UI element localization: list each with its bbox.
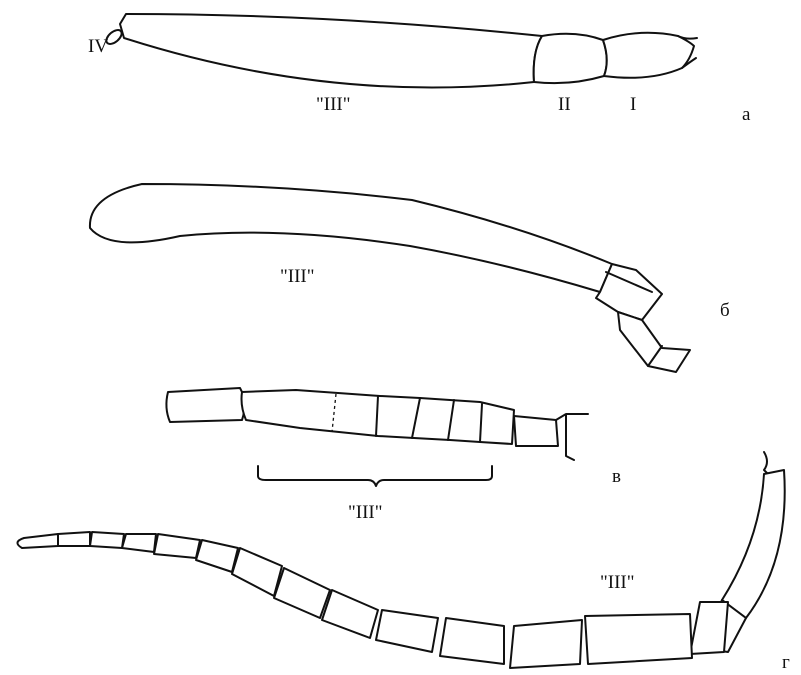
figure-a: IV "III" II I а [88,14,751,125]
label-a-I: I [630,94,636,115]
antenna-a-segment-II [534,34,607,83]
antenna-a-segment-III [120,14,542,88]
figure-b: "III" б [90,184,730,372]
antenna-v-socket [556,414,588,460]
antenna-g-flag-5 [376,610,438,652]
label-a-III: "III" [316,94,351,115]
figure-v: "III" в [166,388,621,523]
figure-g: "III" г [17,452,790,673]
antenna-g-flag-9 [196,540,238,572]
antenna-v-bracket [258,466,492,486]
antenna-g-flag-11 [122,534,156,552]
antenna-b-segment-III [90,184,612,292]
antenna-g-flag-4 [440,618,504,664]
antenna-a-segment-I [603,33,694,78]
antenna-g-flag-1 [690,602,728,654]
antenna-v-segment-II [514,416,558,446]
figure-b-letter: б [720,300,730,321]
label-a-IV: IV [88,36,108,57]
antenna-g-segment-I [722,470,785,618]
figure-g-letter: г [782,652,790,673]
antenna-g-flag-12 [90,532,124,548]
figure-a-letter: а [742,104,751,125]
antenna-g-flag-3 [510,620,582,668]
figure-v-letter: в [612,466,621,487]
label-v-III: "III" [348,502,383,523]
antenna-g-tip [17,534,58,548]
antenna-g-flag-13 [58,532,90,546]
antenna-g-flag-10 [154,534,200,558]
antenna-v-segment-I [166,388,244,422]
label-a-II: II [558,94,571,115]
antenna-g-flag-7 [274,568,330,618]
antenna-g-flag-2 [585,614,692,664]
antenna-g-flag-6 [322,590,378,638]
antenna-b-segment-I [618,312,690,372]
label-b-III: "III" [280,266,315,287]
antenna-g-flag-8 [232,548,282,596]
label-g-III: "III" [600,572,635,593]
